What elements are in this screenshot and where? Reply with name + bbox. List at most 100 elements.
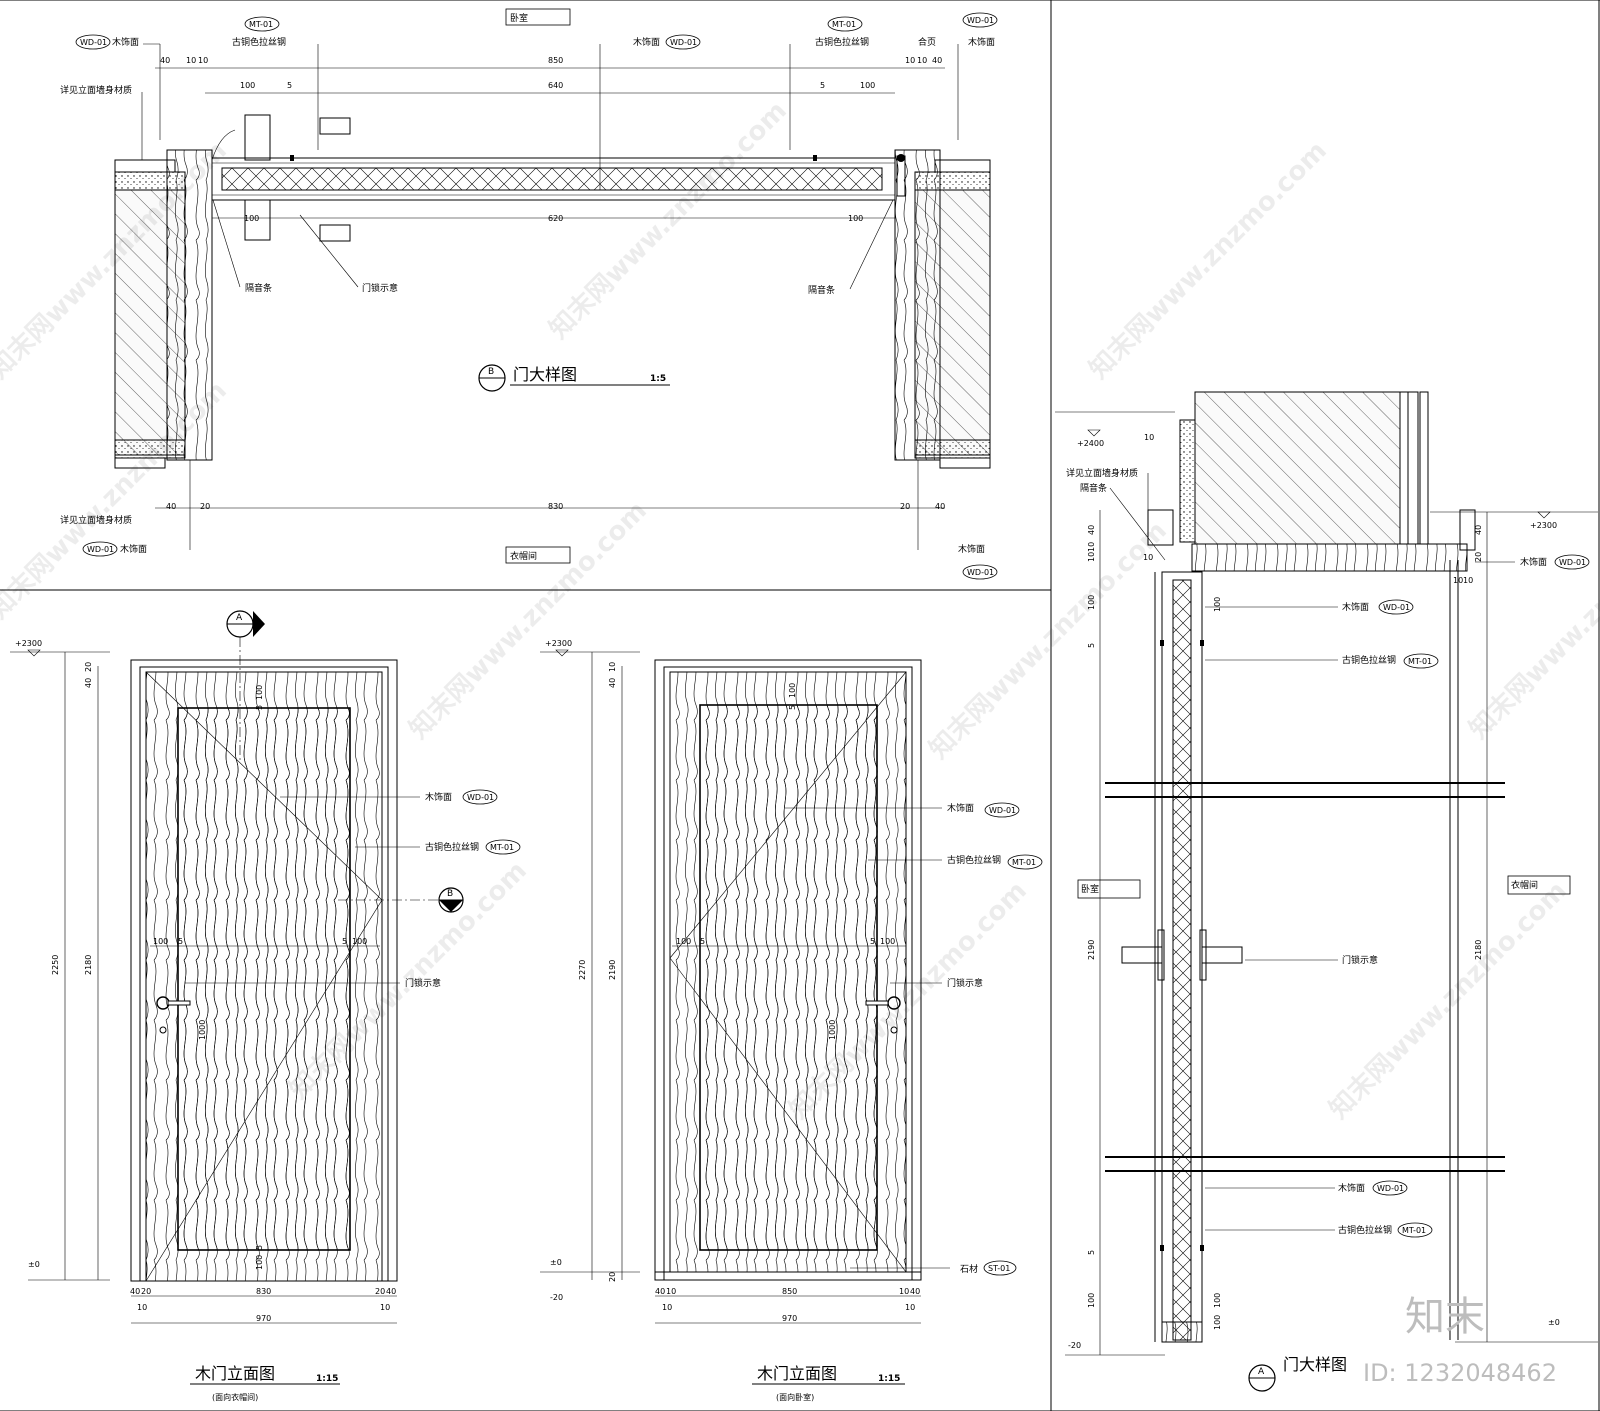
svg-text:2270: 2270 (578, 960, 587, 980)
svg-text:10: 10 (917, 56, 927, 65)
svg-text:门锁示意: 门锁示意 (362, 282, 398, 294)
svg-text:详见立面墙身材质: 详见立面墙身材质 (60, 84, 132, 96)
plan-b-detail: 卧室 衣帽间 (60, 8, 998, 580)
svg-text:B: B (488, 367, 494, 377)
svg-text:2180: 2180 (84, 955, 93, 975)
svg-text:100: 100 (1087, 1293, 1096, 1308)
svg-text:+2400: +2400 (1077, 439, 1104, 448)
svg-text:木饰面: 木饰面 (425, 791, 452, 803)
svg-text:40: 40 (1087, 525, 1096, 535)
svg-text:WD-01: WD-01 (670, 38, 697, 47)
svg-text:古铜色拉丝钢: 古铜色拉丝钢 (1342, 654, 1396, 666)
svg-text:WD-01: WD-01 (80, 38, 107, 47)
svg-text:5: 5 (700, 937, 705, 946)
svg-text:+2300: +2300 (15, 639, 42, 648)
svg-text:100: 100 (1213, 1293, 1222, 1308)
svg-text:A: A (236, 613, 243, 623)
elevation-right: +2300 ±0 -20 2270 2190 10 40 5 100 1000 … (540, 639, 1043, 1402)
svg-text:木饰面: 木饰面 (1342, 601, 1369, 613)
svg-text:(面向衣帽间): (面向衣帽间) (212, 1392, 258, 1402)
svg-text:2250: 2250 (51, 955, 60, 975)
svg-text:10: 10 (905, 1303, 915, 1312)
room-label-closet: 衣帽间 (510, 550, 537, 562)
svg-text:40: 40 (1474, 525, 1483, 535)
svg-text:木饰面: 木饰面 (120, 543, 147, 555)
svg-text:850: 850 (548, 56, 563, 65)
svg-text:100: 100 (1087, 595, 1096, 610)
svg-text:-20: -20 (550, 1293, 563, 1302)
svg-text:100: 100 (848, 214, 863, 223)
svg-text:10: 10 (380, 1303, 390, 1312)
svg-text:木饰面: 木饰面 (958, 543, 985, 555)
svg-text:知末网www.znzmo.com: 知末网www.znzmo.com (1084, 136, 1333, 385)
svg-text:A: A (1258, 1367, 1265, 1377)
svg-text:知末网www.znzmo.com: 知末网www.znzmo.com (1464, 496, 1600, 745)
svg-text:MT-01: MT-01 (490, 843, 514, 852)
svg-text:±0: ±0 (28, 1260, 40, 1269)
svg-text:100: 100 (788, 683, 797, 698)
svg-text:MT-01: MT-01 (832, 20, 856, 29)
svg-text:5: 5 (178, 937, 183, 946)
svg-text:10: 10 (1087, 552, 1096, 562)
svg-text:木门立面图: 木门立面图 (195, 1364, 275, 1383)
svg-text:40: 40 (130, 1287, 140, 1296)
svg-text:门锁示意: 门锁示意 (947, 977, 983, 989)
svg-text:MT-01: MT-01 (249, 20, 273, 29)
svg-text:970: 970 (256, 1314, 271, 1323)
svg-text:20: 20 (141, 1287, 151, 1296)
svg-text:木饰面: 木饰面 (947, 802, 974, 814)
svg-text:620: 620 (548, 214, 563, 223)
svg-text:合页: 合页 (918, 36, 936, 48)
svg-text:10: 10 (137, 1303, 147, 1312)
svg-text:40: 40 (160, 56, 170, 65)
svg-text:WD-01: WD-01 (967, 568, 994, 577)
svg-text:MT-01: MT-01 (1408, 657, 1432, 666)
svg-text:10: 10 (662, 1303, 672, 1312)
svg-text:1:15: 1:15 (316, 1374, 338, 1384)
svg-text:20: 20 (608, 1272, 617, 1282)
svg-text:古铜色拉丝钢: 古铜色拉丝钢 (947, 854, 1001, 866)
svg-text:5: 5 (788, 705, 797, 710)
svg-text:640: 640 (548, 81, 563, 90)
svg-text:5: 5 (1087, 1250, 1096, 1255)
svg-text:木饰面: 木饰面 (112, 36, 139, 48)
svg-text:ST-01: ST-01 (988, 1264, 1010, 1273)
svg-text:100: 100 (1213, 597, 1222, 612)
svg-text:WD-01: WD-01 (989, 806, 1016, 815)
svg-text:卧室: 卧室 (1081, 883, 1099, 895)
svg-text:10: 10 (899, 1287, 909, 1296)
svg-text:1:5: 1:5 (650, 374, 666, 384)
svg-text:100: 100 (255, 685, 264, 700)
svg-text:100: 100 (240, 81, 255, 90)
svg-text:5: 5 (820, 81, 825, 90)
svg-text:40: 40 (608, 678, 617, 688)
svg-text:10: 10 (198, 56, 208, 65)
svg-text:MT-01: MT-01 (1402, 1226, 1426, 1235)
svg-text:10: 10 (1144, 433, 1154, 442)
svg-text:40: 40 (910, 1287, 920, 1296)
svg-text:100: 100 (880, 937, 895, 946)
svg-text:2190: 2190 (608, 960, 617, 980)
svg-text:WD-01: WD-01 (467, 793, 494, 802)
svg-text:木饰面: 木饰面 (968, 36, 995, 48)
elevation-left: +2300 ±0 2250 2180 20 40 5 100 1000 5 10… (10, 610, 521, 1402)
svg-text:20: 20 (84, 662, 93, 672)
svg-text:10: 10 (186, 56, 196, 65)
svg-text:10: 10 (905, 56, 915, 65)
svg-text:MT-01: MT-01 (1012, 858, 1036, 867)
svg-text:WD-01: WD-01 (967, 16, 994, 25)
svg-text:5: 5 (255, 1245, 264, 1250)
svg-text:40: 40 (932, 56, 942, 65)
svg-text:详见立面墙身材质: 详见立面墙身材质 (60, 514, 132, 526)
svg-text:古铜色拉丝钢: 古铜色拉丝钢 (232, 36, 286, 48)
svg-text:±0: ±0 (1548, 1318, 1560, 1327)
svg-text:100: 100 (676, 937, 691, 946)
svg-text:10: 10 (1453, 576, 1463, 585)
svg-text:2180: 2180 (1474, 940, 1483, 960)
svg-text:古铜色拉丝钢: 古铜色拉丝钢 (1338, 1224, 1392, 1236)
svg-text:门大样图: 门大样图 (513, 365, 577, 384)
svg-text:830: 830 (256, 1287, 271, 1296)
svg-text:门锁示意: 门锁示意 (405, 977, 441, 989)
svg-text:850: 850 (782, 1287, 797, 1296)
